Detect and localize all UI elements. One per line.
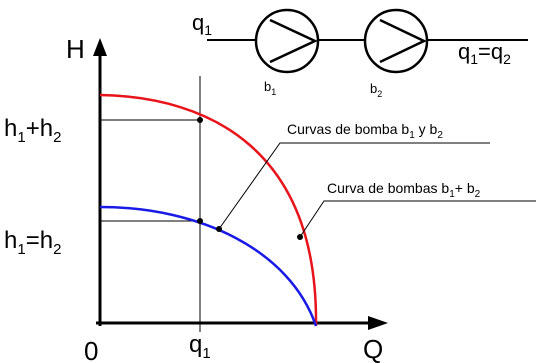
single-curves-leader — [218, 142, 490, 230]
y-axis-label: H — [66, 34, 85, 64]
point-h-sum — [197, 117, 203, 123]
pump-b1-icon — [254, 8, 320, 74]
single-curves-annotation: Curvas de bomba b1 y b2 — [287, 121, 443, 141]
pump-b2-icon — [363, 8, 429, 74]
combined-pump-curve — [99, 93, 318, 327]
origin-label: 0 — [84, 336, 98, 363]
pump-b2-label: b2 — [370, 81, 382, 99]
point-h-equal — [197, 218, 203, 224]
single-pump-curve — [99, 205, 318, 327]
x-axis-arrow-icon — [368, 316, 388, 330]
y-axis-arrow-icon — [93, 38, 107, 56]
q1-axis-label: q1 — [189, 331, 211, 362]
h-equal-label: h1=h2 — [4, 227, 61, 258]
combined-curve-annotation: Curva de bombas b1+ b2 — [327, 180, 481, 200]
combined-curve-leader — [299, 200, 536, 238]
inlet-flow-label: q1 — [192, 10, 212, 38]
outlet-flow-label: q1=q2 — [458, 39, 511, 67]
pump-b1-label: b1 — [264, 79, 276, 97]
x-axis-label: Q — [363, 334, 383, 363]
h-sum-label: h1+h2 — [4, 115, 61, 146]
